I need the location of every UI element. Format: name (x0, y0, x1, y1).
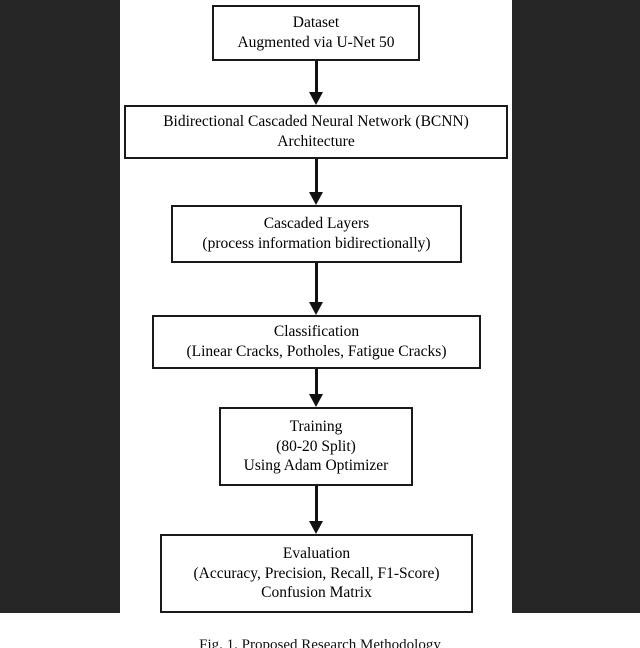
figure-caption: Fig. 1. Proposed Research Methodology (199, 637, 441, 648)
arrow-shaft (315, 159, 318, 193)
flow-node-cascaded-layers-line-1: Cascaded Layers (263, 215, 370, 233)
arrow-shaft (315, 61, 318, 93)
arrow-head-down-icon (309, 521, 323, 534)
arrow-shaft (315, 486, 318, 522)
flow-node-evaluation-line-2: (Accuracy, Precision, Recall, F1-Score) (193, 564, 440, 582)
arrow-head-down-icon (309, 302, 323, 315)
flow-node-training-line-1: Training (289, 417, 343, 435)
letterbox-right-band (512, 0, 640, 613)
arrow-head-down-icon (309, 192, 323, 205)
flow-node-architecture: Bidirectional Cascaded Neural Network (B… (124, 105, 508, 159)
flow-node-architecture-line-1: Bidirectional Cascaded Neural Network (B… (163, 113, 469, 131)
flow-node-classification-line-1: Classification (273, 323, 360, 341)
letterbox-left-band (0, 0, 120, 613)
arrow-head-down-icon (309, 92, 323, 105)
flow-node-training-line-2: (80-20 Split) (276, 437, 356, 455)
flow-node-classification: Classification (Linear Cracks, Potholes,… (152, 315, 481, 369)
arrow-head-down-icon (309, 394, 323, 407)
flow-node-dataset-line-2: Augmented via U-Net 50 (237, 34, 395, 51)
flow-node-cascaded-layers-line-2: (process information bidirectionally) (202, 235, 431, 252)
flow-node-cascaded-layers: Cascaded Layers (process information bid… (171, 205, 462, 263)
flow-node-training: Training (80-20 Split) Using Adam Optimi… (219, 407, 413, 486)
flow-node-evaluation-line-3: Confusion Matrix (261, 584, 372, 602)
flow-node-training-line-3: Using Adam Optimizer (243, 457, 389, 475)
flow-node-evaluation: Evaluation (Accuracy, Precision, Recall,… (160, 534, 473, 613)
flow-node-classification-line-2: (Linear Cracks, Potholes, Fatigue Cracks… (186, 343, 447, 360)
flow-node-architecture-line-2: Architecture (277, 133, 355, 150)
flow-node-dataset-line-1: Dataset (292, 14, 340, 32)
arrow-shaft (315, 263, 318, 303)
arrow-shaft (315, 369, 318, 395)
flow-node-evaluation-line-1: Evaluation (282, 544, 351, 562)
flow-node-dataset: Dataset Augmented via U-Net 50 (212, 5, 420, 61)
